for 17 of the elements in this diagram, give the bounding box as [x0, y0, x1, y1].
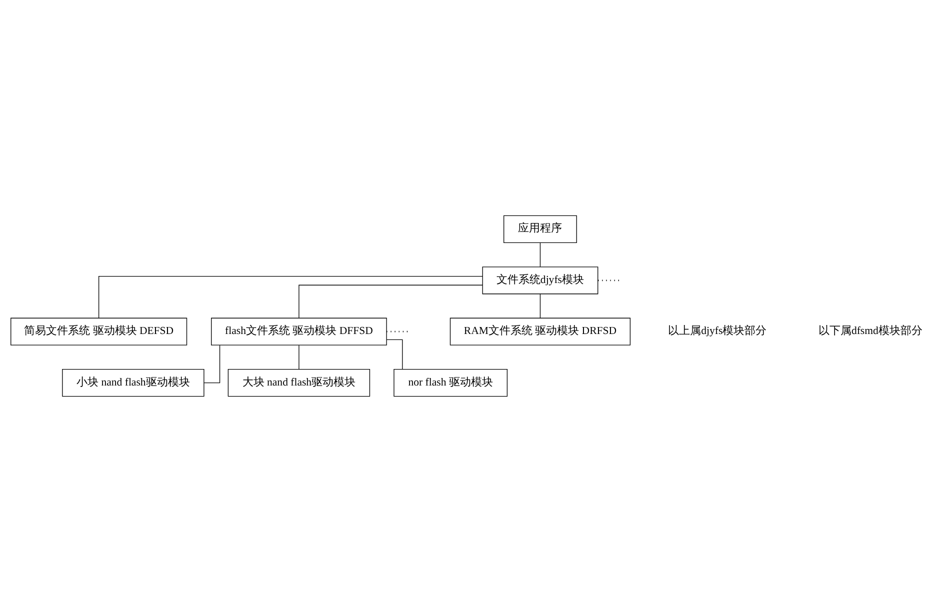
connector — [298, 284, 483, 318]
node-box: RAM文件系统 驱动模块 DRFSD — [450, 318, 631, 346]
node-box: 简易文件系统 驱动模块 DEFSD — [10, 318, 188, 346]
node-box: 大块 nand flash驱动模块 — [228, 369, 370, 397]
connector — [204, 345, 220, 384]
connector — [540, 242, 541, 268]
node-box: flash文件系统 驱动模块 DFFSD — [211, 318, 387, 346]
node-box: 小块 nand flash驱动模块 — [62, 369, 204, 397]
connector — [540, 294, 541, 318]
node-box: 文件系统djyfs模块 — [482, 266, 598, 294]
node-box: nor flash 驱动模块 — [394, 369, 508, 397]
connector — [386, 339, 403, 370]
connector — [98, 276, 483, 318]
label: 以下属dfsmd模块部分 — [818, 325, 922, 338]
label: 以上属djyfs模块部分 — [668, 325, 767, 338]
connector — [298, 345, 300, 370]
node-box: 应用程序 — [503, 215, 577, 243]
